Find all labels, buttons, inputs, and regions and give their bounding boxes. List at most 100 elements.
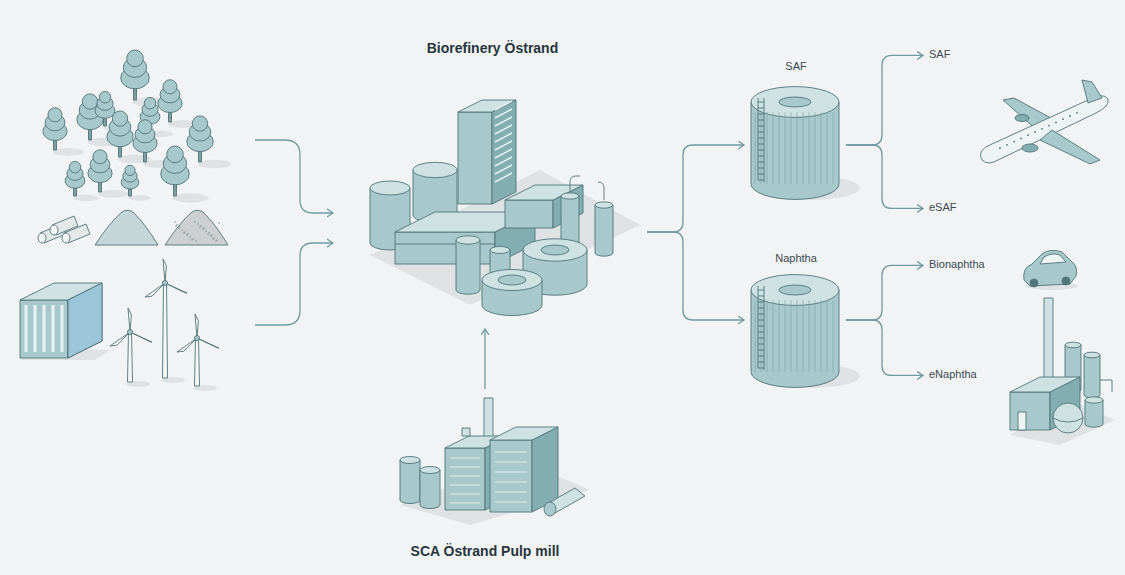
roof-unit bbox=[462, 428, 470, 436]
ladder-rung bbox=[758, 102, 764, 103]
tank-rib bbox=[809, 112, 810, 184]
tank-label: Naphtha bbox=[775, 252, 817, 265]
window-row bbox=[495, 141, 512, 150]
turbine-blade bbox=[177, 338, 197, 352]
ladder-rung bbox=[758, 156, 764, 157]
box-side bbox=[492, 100, 516, 204]
cylinder-top bbox=[523, 239, 587, 261]
shadow bbox=[198, 160, 232, 169]
ladder-rung bbox=[758, 344, 764, 345]
wheel bbox=[1030, 279, 1038, 287]
sphere-tank bbox=[1053, 403, 1083, 433]
window-row bbox=[495, 165, 512, 174]
window bbox=[1020, 138, 1022, 140]
cylinder bbox=[456, 240, 480, 294]
window bbox=[1069, 115, 1071, 117]
water-stream bbox=[34, 305, 37, 352]
wing bbox=[1040, 130, 1100, 164]
window bbox=[1055, 122, 1057, 124]
tank-rib bbox=[827, 112, 828, 184]
turbine-hub bbox=[195, 336, 200, 341]
ladder-rung bbox=[758, 362, 764, 363]
tree-crown bbox=[192, 116, 207, 131]
grain bbox=[175, 225, 177, 227]
raw-materials bbox=[38, 210, 228, 245]
tree-crown bbox=[163, 80, 177, 94]
cylinder-top bbox=[370, 181, 410, 195]
grain bbox=[205, 230, 207, 232]
window bbox=[1062, 118, 1064, 120]
flow-connector bbox=[484, 329, 485, 389]
ladder-rung bbox=[758, 296, 764, 297]
log-end bbox=[62, 233, 70, 243]
cylinder bbox=[400, 460, 420, 504]
tree-crown bbox=[69, 161, 81, 173]
sphere-band bbox=[1053, 418, 1083, 422]
output-label: eSAF bbox=[929, 201, 957, 214]
tank-rib bbox=[767, 300, 768, 372]
car-window bbox=[1040, 254, 1066, 264]
ladder-rung bbox=[758, 368, 764, 369]
grain bbox=[212, 238, 214, 240]
tank-rib bbox=[833, 112, 834, 184]
grain bbox=[216, 239, 218, 241]
tank-rib bbox=[821, 300, 822, 372]
box-face bbox=[445, 448, 485, 510]
tank-rib bbox=[791, 112, 792, 184]
cylinder-top bbox=[420, 467, 440, 474]
turbine-blade bbox=[195, 314, 198, 338]
window bbox=[1076, 112, 1078, 114]
ladder-rung bbox=[758, 314, 764, 315]
illustration-node: SAF bbox=[748, 60, 844, 202]
box-face bbox=[490, 440, 532, 512]
tank-rib bbox=[785, 300, 786, 372]
window-row bbox=[495, 173, 512, 182]
window-row bbox=[450, 485, 480, 486]
chip-pile bbox=[95, 210, 158, 245]
door bbox=[1018, 412, 1026, 430]
tank-hatch bbox=[779, 285, 811, 295]
flow-connector bbox=[647, 232, 744, 320]
log-end bbox=[38, 233, 46, 243]
tank-label: SAF bbox=[785, 60, 806, 73]
storage-tank bbox=[751, 87, 860, 200]
grain bbox=[192, 238, 194, 240]
ladder-rung bbox=[758, 126, 764, 127]
pipe bbox=[598, 182, 604, 200]
cylinder bbox=[1084, 355, 1100, 398]
window bbox=[1041, 128, 1043, 130]
ladder-rung bbox=[758, 168, 764, 169]
illustration-node: SCA Östrand Pulp mill bbox=[390, 395, 580, 560]
window-row bbox=[495, 117, 512, 126]
engine bbox=[1022, 144, 1038, 152]
tree-crown bbox=[138, 120, 152, 134]
tank-hatch bbox=[779, 97, 811, 107]
tail-fin bbox=[1082, 80, 1102, 103]
box-top bbox=[458, 100, 516, 112]
output-label: SAF bbox=[929, 48, 950, 61]
flow-connector bbox=[846, 265, 923, 320]
tree-crown bbox=[99, 91, 111, 103]
window-row bbox=[495, 133, 512, 142]
cylinder-top bbox=[595, 202, 613, 208]
reservoir bbox=[68, 283, 102, 358]
tank-rib bbox=[797, 112, 798, 184]
ladder-rung bbox=[758, 180, 764, 181]
ladder-rung bbox=[758, 290, 764, 291]
cylinder-top bbox=[413, 162, 457, 177]
ladder-rung bbox=[758, 308, 764, 309]
cylinder-top bbox=[1084, 352, 1100, 358]
output-label-node: SAF bbox=[927, 47, 953, 63]
grain bbox=[210, 235, 212, 237]
wind-turbines bbox=[110, 259, 219, 391]
tank-rib bbox=[821, 112, 822, 184]
shadow bbox=[172, 193, 208, 202]
wheel bbox=[1062, 277, 1070, 285]
input-line bbox=[255, 243, 333, 325]
chemical-plant bbox=[1010, 298, 1115, 445]
turbine-blade bbox=[165, 283, 187, 293]
window-row bbox=[450, 467, 480, 468]
grain bbox=[179, 226, 181, 228]
tree-crown bbox=[144, 97, 156, 109]
